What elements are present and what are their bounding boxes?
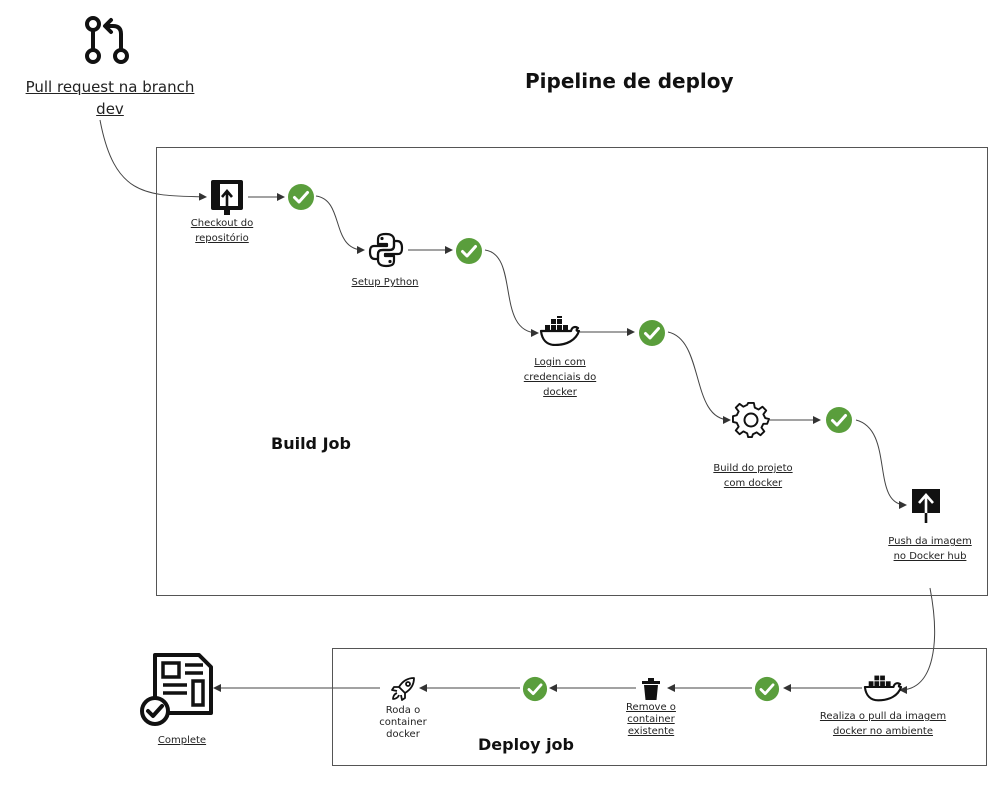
success-check-icon [522,676,548,706]
build-job-box [156,147,988,596]
gear-icon [732,401,771,443]
step-build-label: Build do projeto com docker [713,463,793,489]
trigger-label: Pull request na branch dev [25,78,195,118]
git-pull-request-icon [82,16,132,70]
deploy-job-title: Deploy job [478,735,574,754]
end-complete-label: Complete [157,735,207,746]
success-check-icon [287,183,315,215]
connector-push-deploy [899,587,935,694]
rocket-icon [390,676,416,706]
deploy-step-remove-label: Remove o container existente [626,702,676,737]
docker-icon [863,672,903,706]
success-check-icon [754,676,780,706]
step-checkout-label: Checkout do repositório [190,218,254,244]
step-push-label: Push da imagem no Docker hub [888,536,972,562]
connector-trigger-checkout [99,119,207,201]
document-check-icon [139,653,213,731]
python-icon [368,231,404,273]
connector-check-docker [484,249,539,337]
trash-icon [641,678,661,704]
build-job-title: Build Job [271,434,351,453]
deploy-step-run-label: Roda o container docker [379,705,427,740]
deploy-step-pull-label: Realiza o pull da imagem docker no ambie… [819,711,947,737]
connector-check-python [315,195,365,254]
step-docker-login-label: Login com credenciais do docker [523,357,597,398]
success-check-icon [825,406,853,438]
docker-icon [539,313,581,350]
checkout-icon [210,179,244,219]
success-check-icon [455,237,483,269]
success-check-icon [638,319,666,351]
diagram-title: Pipeline de deploy [525,69,734,93]
connector-check-gear [667,331,731,424]
upload-icon [911,488,941,528]
deploy-job-box [332,648,987,766]
step-setup-python-label: Setup Python [351,277,419,288]
connector-check-push [855,419,907,509]
